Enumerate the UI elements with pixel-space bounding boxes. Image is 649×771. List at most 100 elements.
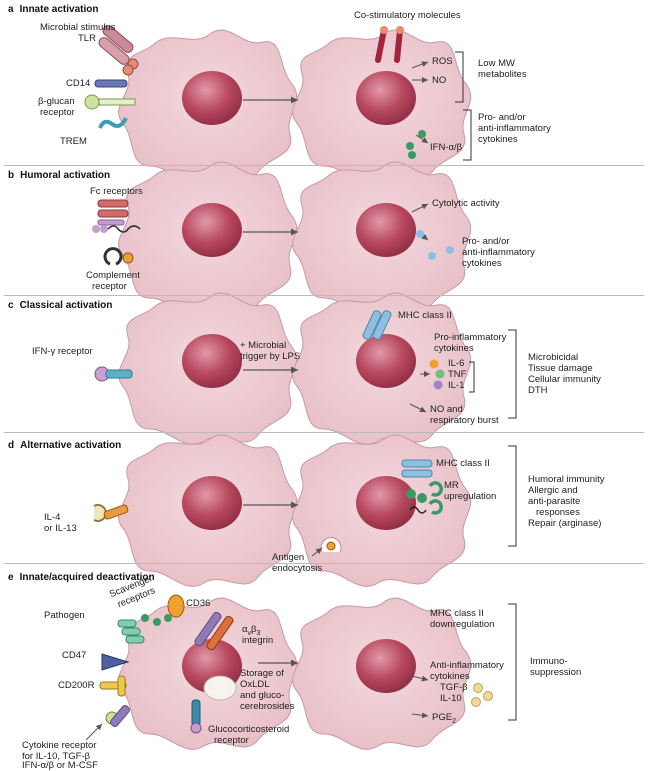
label-proanti-b-2: anti-inflammatory — [462, 247, 535, 258]
label-bglucan: β-glucan — [38, 96, 75, 107]
macrophage-resting-c — [118, 292, 298, 445]
label-dth: DTH — [528, 385, 548, 396]
cytokine-receptor-icon-e — [105, 704, 131, 728]
label-complement: Complement — [86, 270, 140, 281]
cd14-icon — [94, 79, 128, 88]
label-proanti-a-3: cytokines — [478, 134, 518, 145]
label-cd47: CD47 — [62, 650, 87, 661]
label-anti-parasite: anti-parasite — [528, 496, 581, 507]
label-proinf-cytokines: cytokines — [434, 343, 474, 354]
label-il1: IL-1 — [448, 380, 465, 391]
label-mr: MR — [444, 480, 459, 491]
label-tlr: TLR — [78, 33, 96, 44]
trem-icon — [98, 117, 128, 129]
macrophage-resting-b — [118, 161, 298, 314]
mhc-class-ii-icon-d — [401, 459, 433, 478]
label-repair: Repair (arginase) — [528, 518, 602, 529]
label-oxldl: OxLDL — [240, 679, 270, 690]
costimulatory-molecules-icon — [375, 26, 404, 63]
label-suppression: suppression — [530, 667, 582, 678]
label-cd14: CD14 — [66, 78, 91, 89]
label-cytokine-ifn-mcsf: IFN-α/β or M-CSF — [22, 760, 98, 771]
label-trem: TREM — [60, 136, 87, 147]
label-proanti-b-1: Pro- and/or — [462, 236, 510, 247]
label-fc-receptors: Fc receptors — [90, 186, 143, 197]
complement-receptor-icon — [103, 247, 134, 266]
bracket-classical — [508, 329, 517, 419]
cytokine-dots-b — [416, 230, 454, 260]
label-microbial-stimulus: Microbial stimulus — [40, 22, 116, 33]
label-cd200r: CD200R — [58, 680, 95, 691]
label-proanti-a-1: Pro- and/or — [478, 112, 526, 123]
label-cd36: CD36 — [186, 598, 211, 609]
label-metabolites: metabolites — [478, 69, 527, 80]
panel-c — [94, 292, 517, 445]
label-complement-receptor: receptor — [92, 281, 127, 292]
bracket-alternative — [508, 445, 517, 547]
mhc-class-ii-icon-c — [362, 310, 392, 340]
oxldl-storage-icon — [203, 675, 237, 701]
label-allergic: Allergic and — [528, 485, 578, 496]
macrophage-activated-b — [292, 161, 472, 314]
label-antigen: Antigen — [272, 552, 305, 563]
label-cerebrosides: cerebrosides — [240, 701, 295, 712]
cd47-icon — [101, 653, 130, 671]
il4-receptor-icon — [93, 504, 129, 522]
label-microbicidal: Microbicidal — [528, 352, 579, 363]
label-no-and: NO and — [430, 404, 463, 415]
label-cytolytic: Cytolytic activity — [432, 198, 500, 209]
panel-b — [92, 161, 472, 314]
integrin-icon — [194, 611, 234, 651]
label-antiinf-cytokines: cytokines — [430, 671, 470, 682]
separator — [4, 165, 644, 166]
label-bglucan-receptor: receptor — [40, 107, 75, 118]
label-proanti-b-3: cytokines — [462, 258, 502, 269]
label-and-gluco: and gluco- — [240, 690, 285, 701]
cd36-icon — [167, 594, 185, 618]
label-microbial-trigger: + Microbial — [240, 340, 287, 351]
label-ifn-ab: IFN-α/β — [430, 142, 463, 153]
label-immuno: Immuno- — [530, 656, 568, 667]
bracket-cytokines-a — [463, 109, 472, 161]
bracket-deactivation — [508, 603, 517, 721]
label-integrin-ab: αvβ3 — [242, 624, 261, 637]
cytokine-dots-c — [429, 359, 445, 390]
label-il4: IL-4 — [44, 512, 61, 523]
cytokine-dots-e — [471, 683, 493, 707]
label-cytokine-il10-tgfb: for IL-10, TGF-β — [22, 751, 91, 762]
label-glucocorticosteroid: Glucocorticosteroid — [208, 724, 290, 735]
scavenger-receptors-icon — [117, 614, 172, 644]
label-tgfb: TGF-β — [440, 682, 468, 693]
mannose-receptor-icon — [406, 481, 443, 515]
label-proinflammatory: Pro-inflammatory — [434, 332, 507, 343]
bracket-lowmw — [455, 51, 464, 103]
label-respiratory-burst: respiratory burst — [430, 415, 499, 426]
label-storage-of: Storage of — [240, 668, 284, 679]
separator — [4, 563, 644, 564]
label-anti-inflammatory: Anti-inflammatory — [430, 660, 504, 671]
label-integrin: integrin — [242, 635, 274, 646]
label-gluco-receptor: receptor — [214, 735, 249, 746]
label-downregulation: downregulation — [430, 619, 495, 630]
label-proanti-a-2: anti-inflammatory — [478, 123, 551, 134]
label-il13: or IL-13 — [44, 523, 77, 534]
label-costimulatory: Co-stimulatory molecules — [354, 10, 461, 21]
label-il10: IL-10 — [440, 693, 462, 704]
label-ifng-receptor: IFN-γ receptor — [32, 346, 93, 357]
label-trigger-lps: trigger by LPS — [240, 351, 301, 362]
label-il6: IL-6 — [448, 358, 465, 369]
label-responses: responses — [536, 507, 580, 518]
panel-e — [85, 594, 517, 750]
label-mhc-ii-e: MHC class II — [430, 608, 484, 619]
label-mhc-ii-d: MHC class II — [436, 458, 490, 469]
label-mhc-ii-c: MHC class II — [398, 310, 452, 321]
fc-receptor-icon — [92, 199, 141, 233]
antigen-endocytosis-icon — [320, 537, 342, 553]
ifng-receptor-icon — [94, 366, 133, 382]
label-cytokine-receptor: Cytokine receptor — [22, 740, 97, 751]
